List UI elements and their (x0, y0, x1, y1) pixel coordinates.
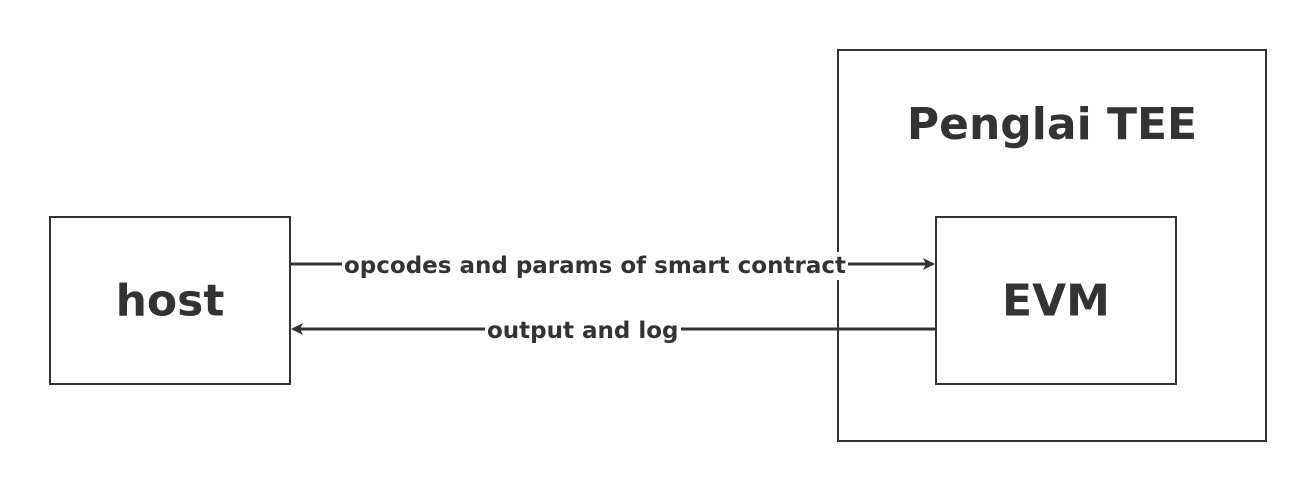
request-edge-label: opcodes and params of smart contract (342, 252, 848, 280)
response-edge-label: output and log (485, 317, 681, 345)
evm-label: EVM (1002, 275, 1110, 326)
host-node: host (49, 216, 291, 385)
evm-node: EVM (935, 216, 1177, 385)
host-label: host (115, 275, 225, 326)
penglai-tee-label: Penglai TEE (906, 99, 1198, 150)
